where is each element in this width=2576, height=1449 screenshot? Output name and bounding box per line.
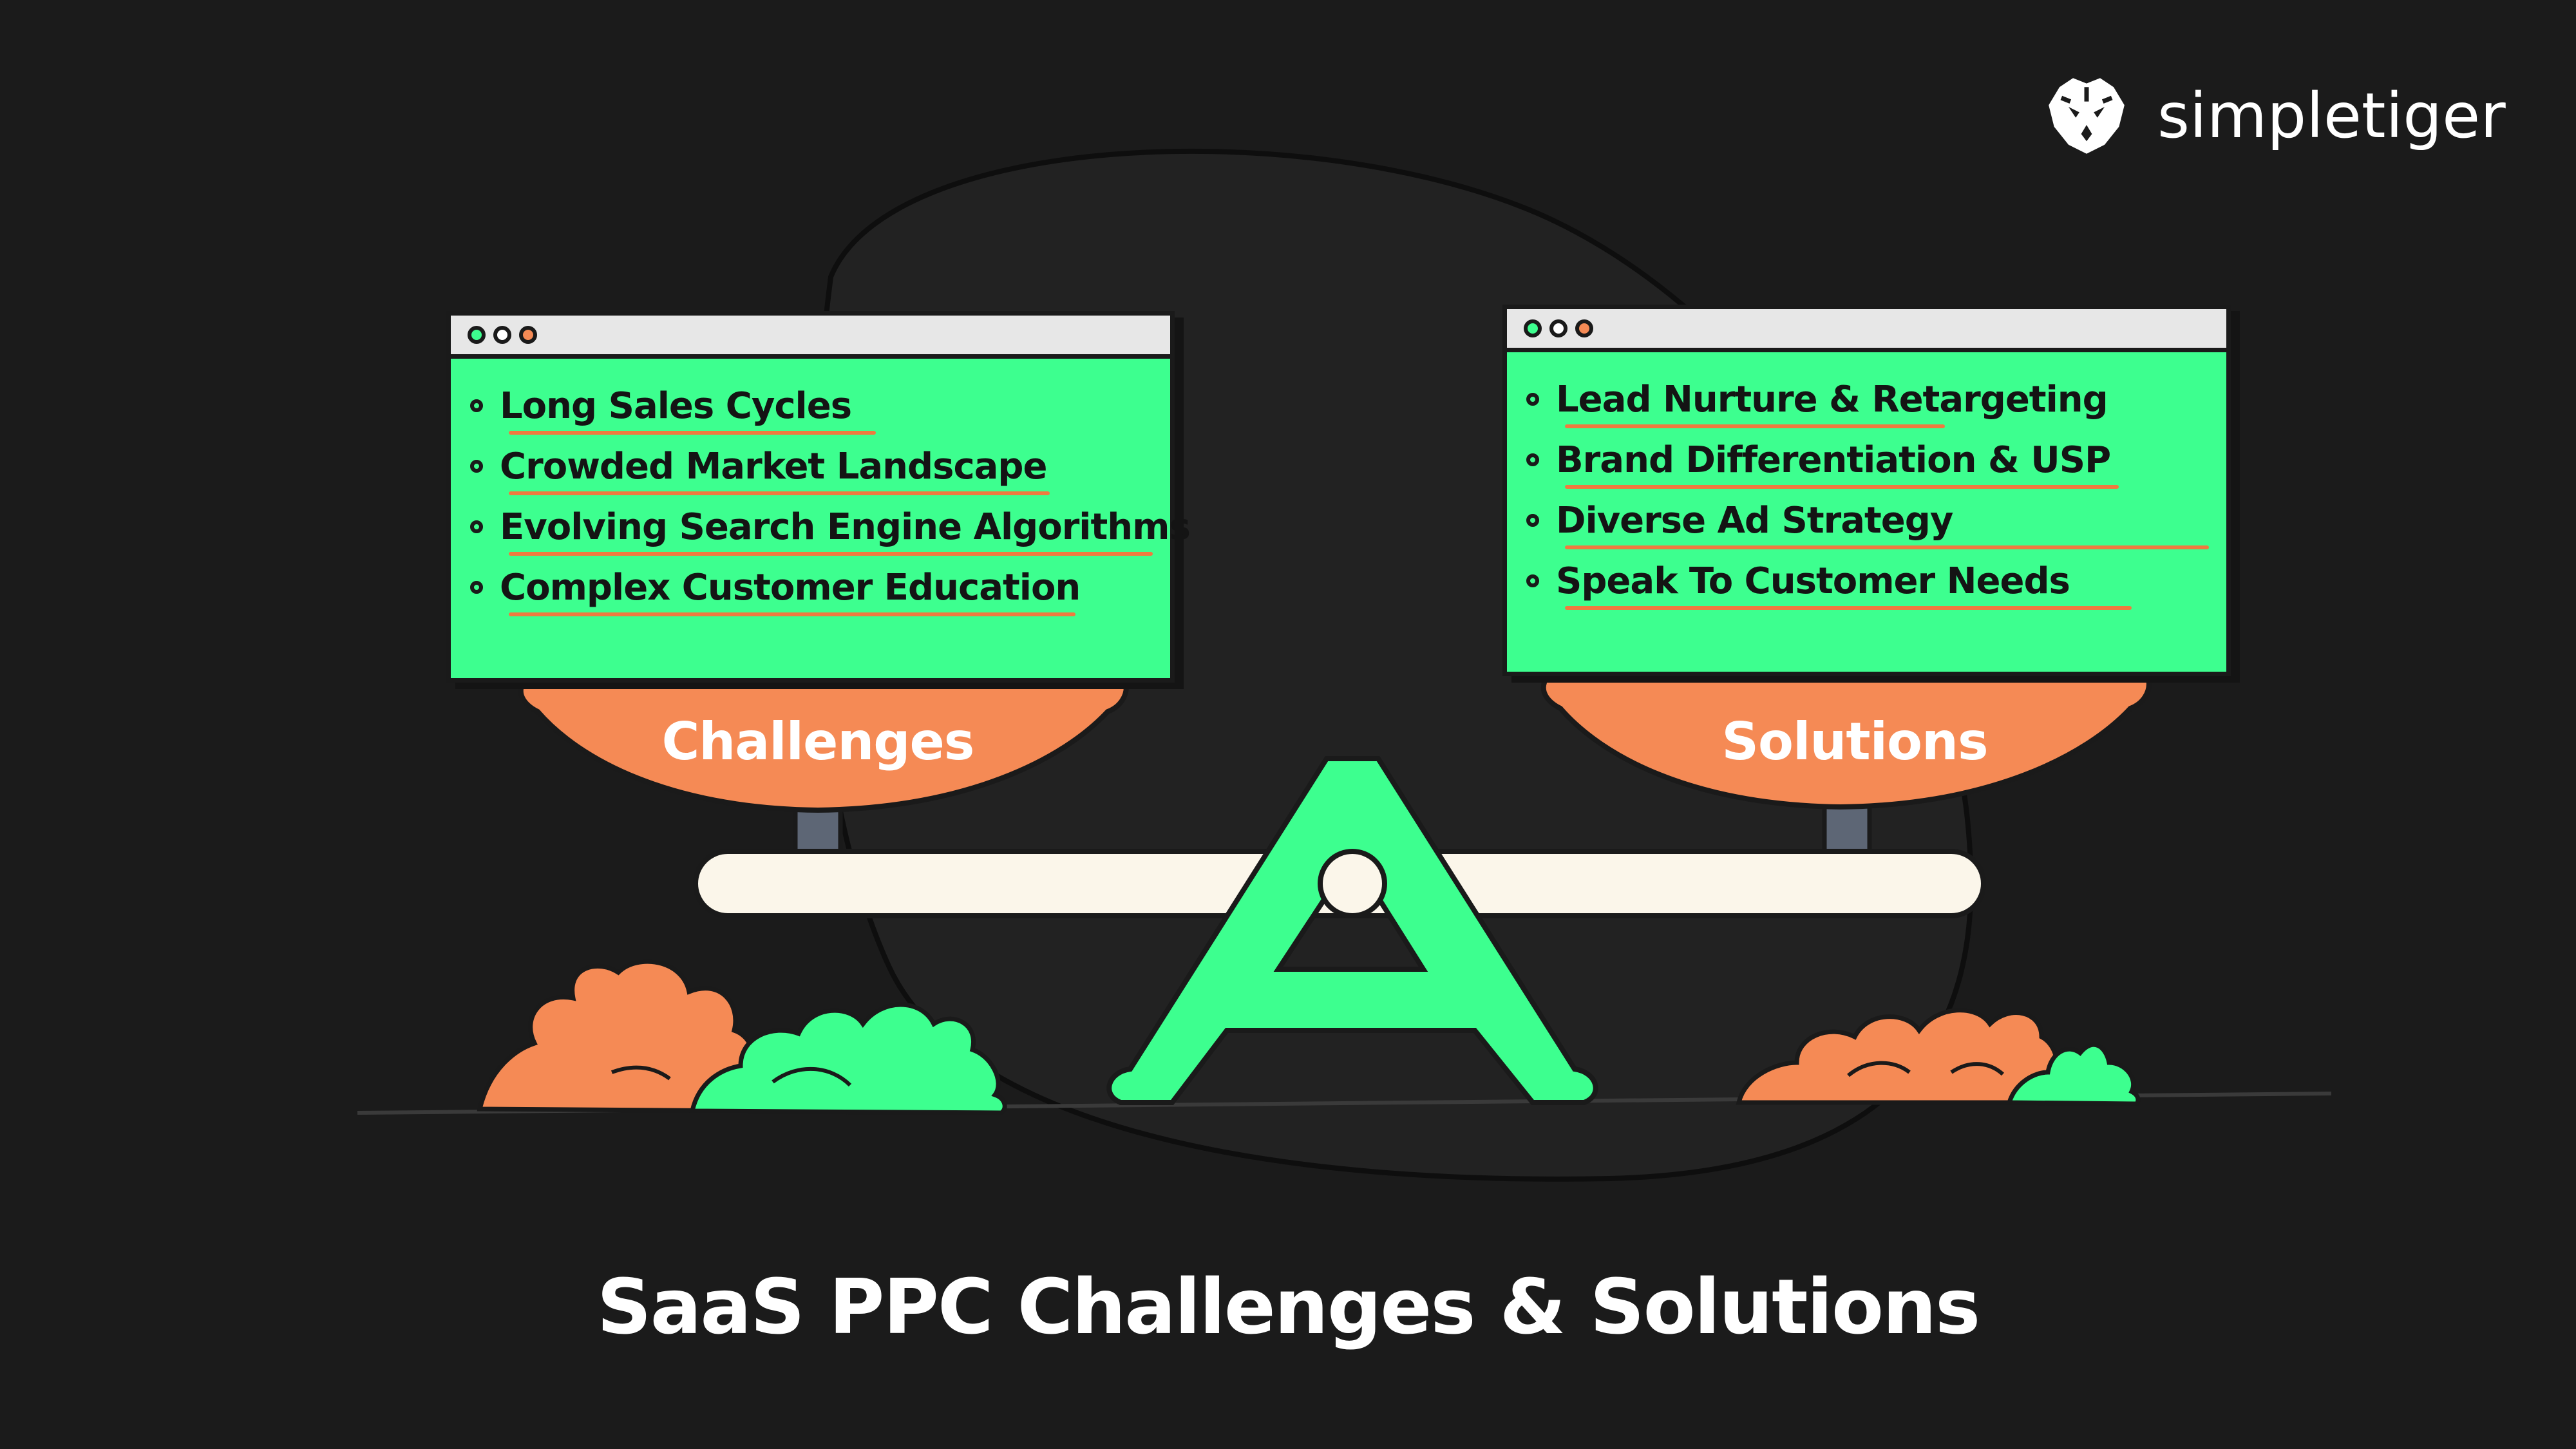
challenges-label: Challenges — [661, 712, 975, 772]
solution-item: Lead Nurture & Retargeting — [1526, 369, 2226, 430]
window-dot-icon — [519, 326, 537, 344]
challenge-text: Evolving Search Engine Algorithms — [500, 506, 1191, 548]
bullet-icon — [1526, 453, 1539, 466]
underline-stroke — [1565, 545, 2209, 549]
window-dot-icon — [1549, 319, 1567, 337]
underline-stroke — [509, 552, 1153, 556]
underline-stroke — [509, 612, 1075, 616]
bullet-icon — [1526, 574, 1539, 587]
solution-item: Brand Differentiation & USP — [1526, 430, 2226, 490]
bush-green-right — [2006, 1042, 2141, 1106]
window-dot-icon — [1524, 319, 1542, 337]
underline-stroke — [1565, 606, 2132, 610]
solutions-label: Solutions — [1721, 712, 1988, 772]
solution-text: Brand Differentiation & USP — [1556, 439, 2111, 481]
window-dot-icon — [1575, 319, 1593, 337]
challenge-text: Crowded Market Landscape — [500, 445, 1047, 488]
page-title: SaaS PPC Challenges & Solutions — [596, 1262, 1981, 1351]
window-dot-icon — [493, 326, 511, 344]
bullet-icon — [470, 581, 483, 594]
bullet-icon — [470, 460, 483, 473]
solution-text: Lead Nurture & Retargeting — [1556, 378, 2108, 421]
underline-stroke — [509, 491, 1050, 495]
challenges-window: Long Sales Cycles Crowded Market Landsca… — [446, 311, 1191, 683]
bullet-icon — [470, 399, 483, 412]
underline-stroke — [509, 431, 876, 435]
window-dot-icon — [468, 326, 486, 344]
tiger-head-icon — [2049, 78, 2125, 154]
bush-green-left — [689, 1002, 1007, 1115]
bullet-icon — [470, 520, 483, 533]
bullet-icon — [1526, 514, 1539, 527]
challenges-list: Long Sales Cycles Crowded Market Landsca… — [451, 359, 1191, 618]
challenge-item: Crowded Market Landscape — [470, 436, 1170, 497]
solutions-list: Lead Nurture & Retargeting Brand Differe… — [1507, 352, 2226, 611]
solution-text: Speak To Customer Needs — [1556, 560, 2070, 602]
simpletiger-logo[interactable]: simpletiger — [2041, 64, 2506, 167]
challenge-item: Long Sales Cycles — [470, 375, 1170, 436]
challenges-window-titlebar — [451, 316, 1170, 359]
bullet-icon — [1526, 393, 1539, 406]
challenge-text: Complex Customer Education — [500, 566, 1081, 609]
challenge-text: Long Sales Cycles — [500, 384, 852, 427]
underline-stroke — [1565, 485, 2119, 489]
fulcrum-pivot — [1318, 849, 1387, 918]
underline-stroke — [1565, 424, 1945, 428]
solutions-window-titlebar — [1507, 309, 2226, 352]
fulcrum — [1106, 756, 1598, 1105]
solutions-window: Lead Nurture & Retargeting Brand Differe… — [1502, 305, 2231, 676]
solution-text: Diverse Ad Strategy — [1556, 499, 1953, 542]
brand-name: simpletiger — [2157, 80, 2506, 152]
solution-item: Speak To Customer Needs — [1526, 551, 2226, 611]
challenge-item: Complex Customer Education — [470, 557, 1170, 618]
challenge-item: Evolving Search Engine Algorithms — [470, 497, 1191, 557]
solution-item: Diverse Ad Strategy — [1526, 490, 2226, 551]
